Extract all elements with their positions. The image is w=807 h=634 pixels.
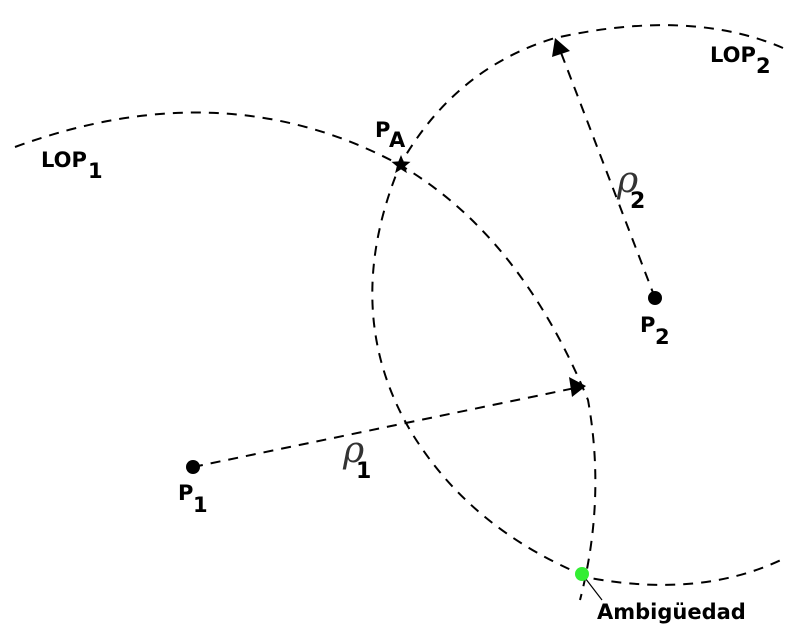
p1-dot-icon bbox=[186, 460, 200, 474]
rho1-radius-line bbox=[192, 387, 576, 468]
p2-dot-icon bbox=[648, 291, 662, 305]
lop1-sub: 1 bbox=[88, 159, 103, 183]
pa-star-icon bbox=[391, 155, 411, 174]
rho2-sub: 2 bbox=[630, 189, 645, 214]
p1-sub: 1 bbox=[193, 493, 208, 517]
ambiguity-dot-icon bbox=[575, 567, 589, 581]
p1-label: P bbox=[178, 481, 193, 505]
pa-sub: A bbox=[389, 128, 406, 152]
lop2-arc bbox=[371, 24, 784, 586]
rho1-sub: 1 bbox=[356, 459, 371, 484]
p2-sub: 2 bbox=[655, 325, 670, 349]
lop1-label: LOP bbox=[41, 148, 87, 172]
rho2-radius-line bbox=[559, 49, 656, 299]
pa-label: P bbox=[375, 118, 390, 142]
rho1-label: ρ bbox=[342, 430, 364, 471]
lop1-arc bbox=[14, 111, 597, 601]
lop2-sub: 2 bbox=[756, 54, 771, 78]
ambiguity-label: Ambigüedad bbox=[597, 600, 746, 624]
p2-label: P bbox=[640, 313, 655, 337]
rho2-label: ρ bbox=[616, 160, 638, 201]
rho1-arrowhead-icon bbox=[569, 377, 586, 397]
rho2-arrowhead-icon bbox=[552, 38, 570, 57]
lop2-label: LOP bbox=[710, 43, 756, 67]
